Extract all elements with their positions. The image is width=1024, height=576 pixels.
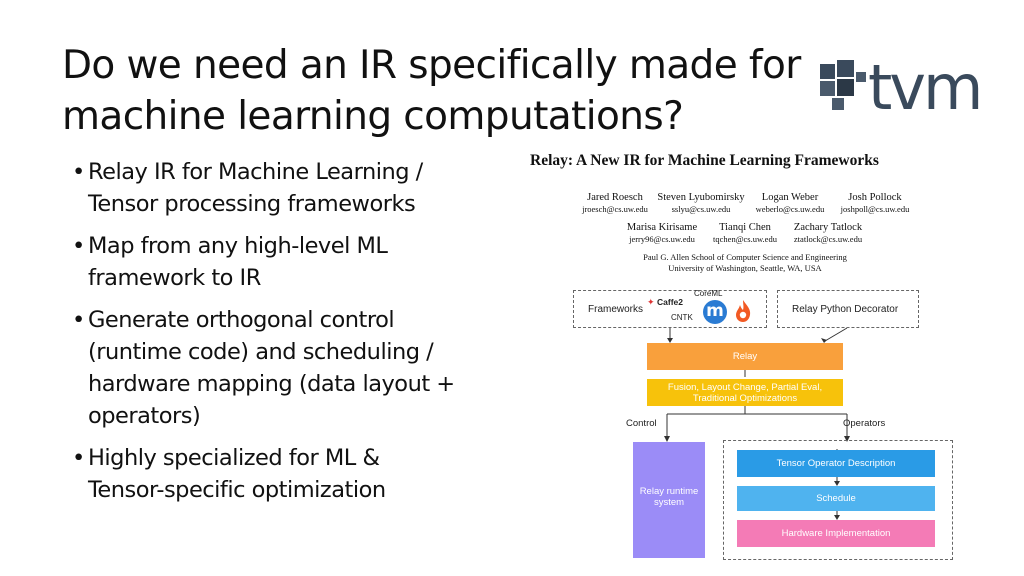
bullet-line: (runtime code) and scheduling / [88,339,434,365]
paper-figure: Relay: A New IR for Machine Learning Fra… [525,148,965,568]
bullet-line: operators) [88,403,201,429]
runtime-label-line-1: Relay runtime [639,486,699,497]
paper-affiliation: Paul G. Allen School of Computer Science… [643,252,847,273]
python-decorator-box: Relay Python Decorator [777,290,919,328]
slide-title-line-1: Do we need an IR specifically made for [62,43,801,88]
schedule-box: Schedule [737,486,935,511]
bullet-item: Highly specialized for ML & Tensor-speci… [72,442,512,506]
relay-label: Relay [732,351,758,362]
runtime-label-line-2: system [653,497,685,508]
relay-runtime-box: Relay runtime system [633,442,705,558]
tensor-operator-box: Tensor Operator Description [737,450,935,477]
tvm-logo-icon [820,60,866,110]
bullet-list: Relay IR for Machine Learning / Tensor p… [72,156,512,516]
relay-architecture-diagram: Frameworks ✦ Caffe2 CNTK CoreML m Relay … [525,148,965,568]
fusion-label-line-1: Fusion, Layout Change, Partial Eval, [667,381,823,393]
bullet-line: Generate orthogonal control [88,307,395,333]
caffe2-icon: ✦ [647,297,655,307]
tensorflow-flame-icon [736,300,751,322]
bullet-line: Tensor-specific optimization [88,477,386,503]
bullet-line: Highly specialized for ML & [88,445,380,471]
bullet-item: Generate orthogonal control (runtime cod… [72,304,512,432]
schedule-label: Schedule [816,493,856,504]
bullet-line: Map from any high-level ML [88,233,388,259]
frameworks-label: Frameworks [588,304,644,315]
python-decorator-label: Relay Python Decorator [792,304,899,315]
tensor-operator-label: Tensor Operator Description [776,458,896,469]
bullet-line: hardware mapping (data layout + [88,371,455,397]
mxnet-logo-icon: m [703,300,727,324]
operators-container [723,440,953,560]
relay-box: Relay [647,343,843,370]
slide-title: Do we need an IR specifically made for m… [62,40,822,142]
bullet-line: framework to IR [88,265,261,291]
fusion-label-line-2: Traditional Optimizations [692,392,798,404]
bullet-item: Relay IR for Machine Learning / Tensor p… [72,156,512,220]
tvm-logo-text: tvm [868,58,980,118]
cntk-label: CNTK [671,313,693,322]
fusion-optimizations-box: Fusion, Layout Change, Partial Eval, Tra… [647,379,843,406]
slide-title-line-2: machine learning computations? [62,94,684,139]
bullet-line: Tensor processing frameworks [88,191,416,217]
frameworks-box: Frameworks ✦ Caffe2 CNTK CoreML m [573,289,767,328]
operators-label: Operators [843,418,886,429]
diagram-arrows [664,327,850,520]
coreml-label: CoreML [694,289,723,298]
bullet-line: Relay IR for Machine Learning / [88,159,423,185]
hardware-label: Hardware Implementation [781,528,891,539]
control-label: Control [626,418,657,429]
bullet-item: Map from any high-level ML framework to … [72,230,512,294]
caffe2-label: Caffe2 [657,297,683,307]
tvm-logo: tvm [820,58,983,118]
paper-title: Relay: A New IR for Machine Learning Fra… [530,152,879,169]
hardware-implementation-box: Hardware Implementation [737,520,935,547]
